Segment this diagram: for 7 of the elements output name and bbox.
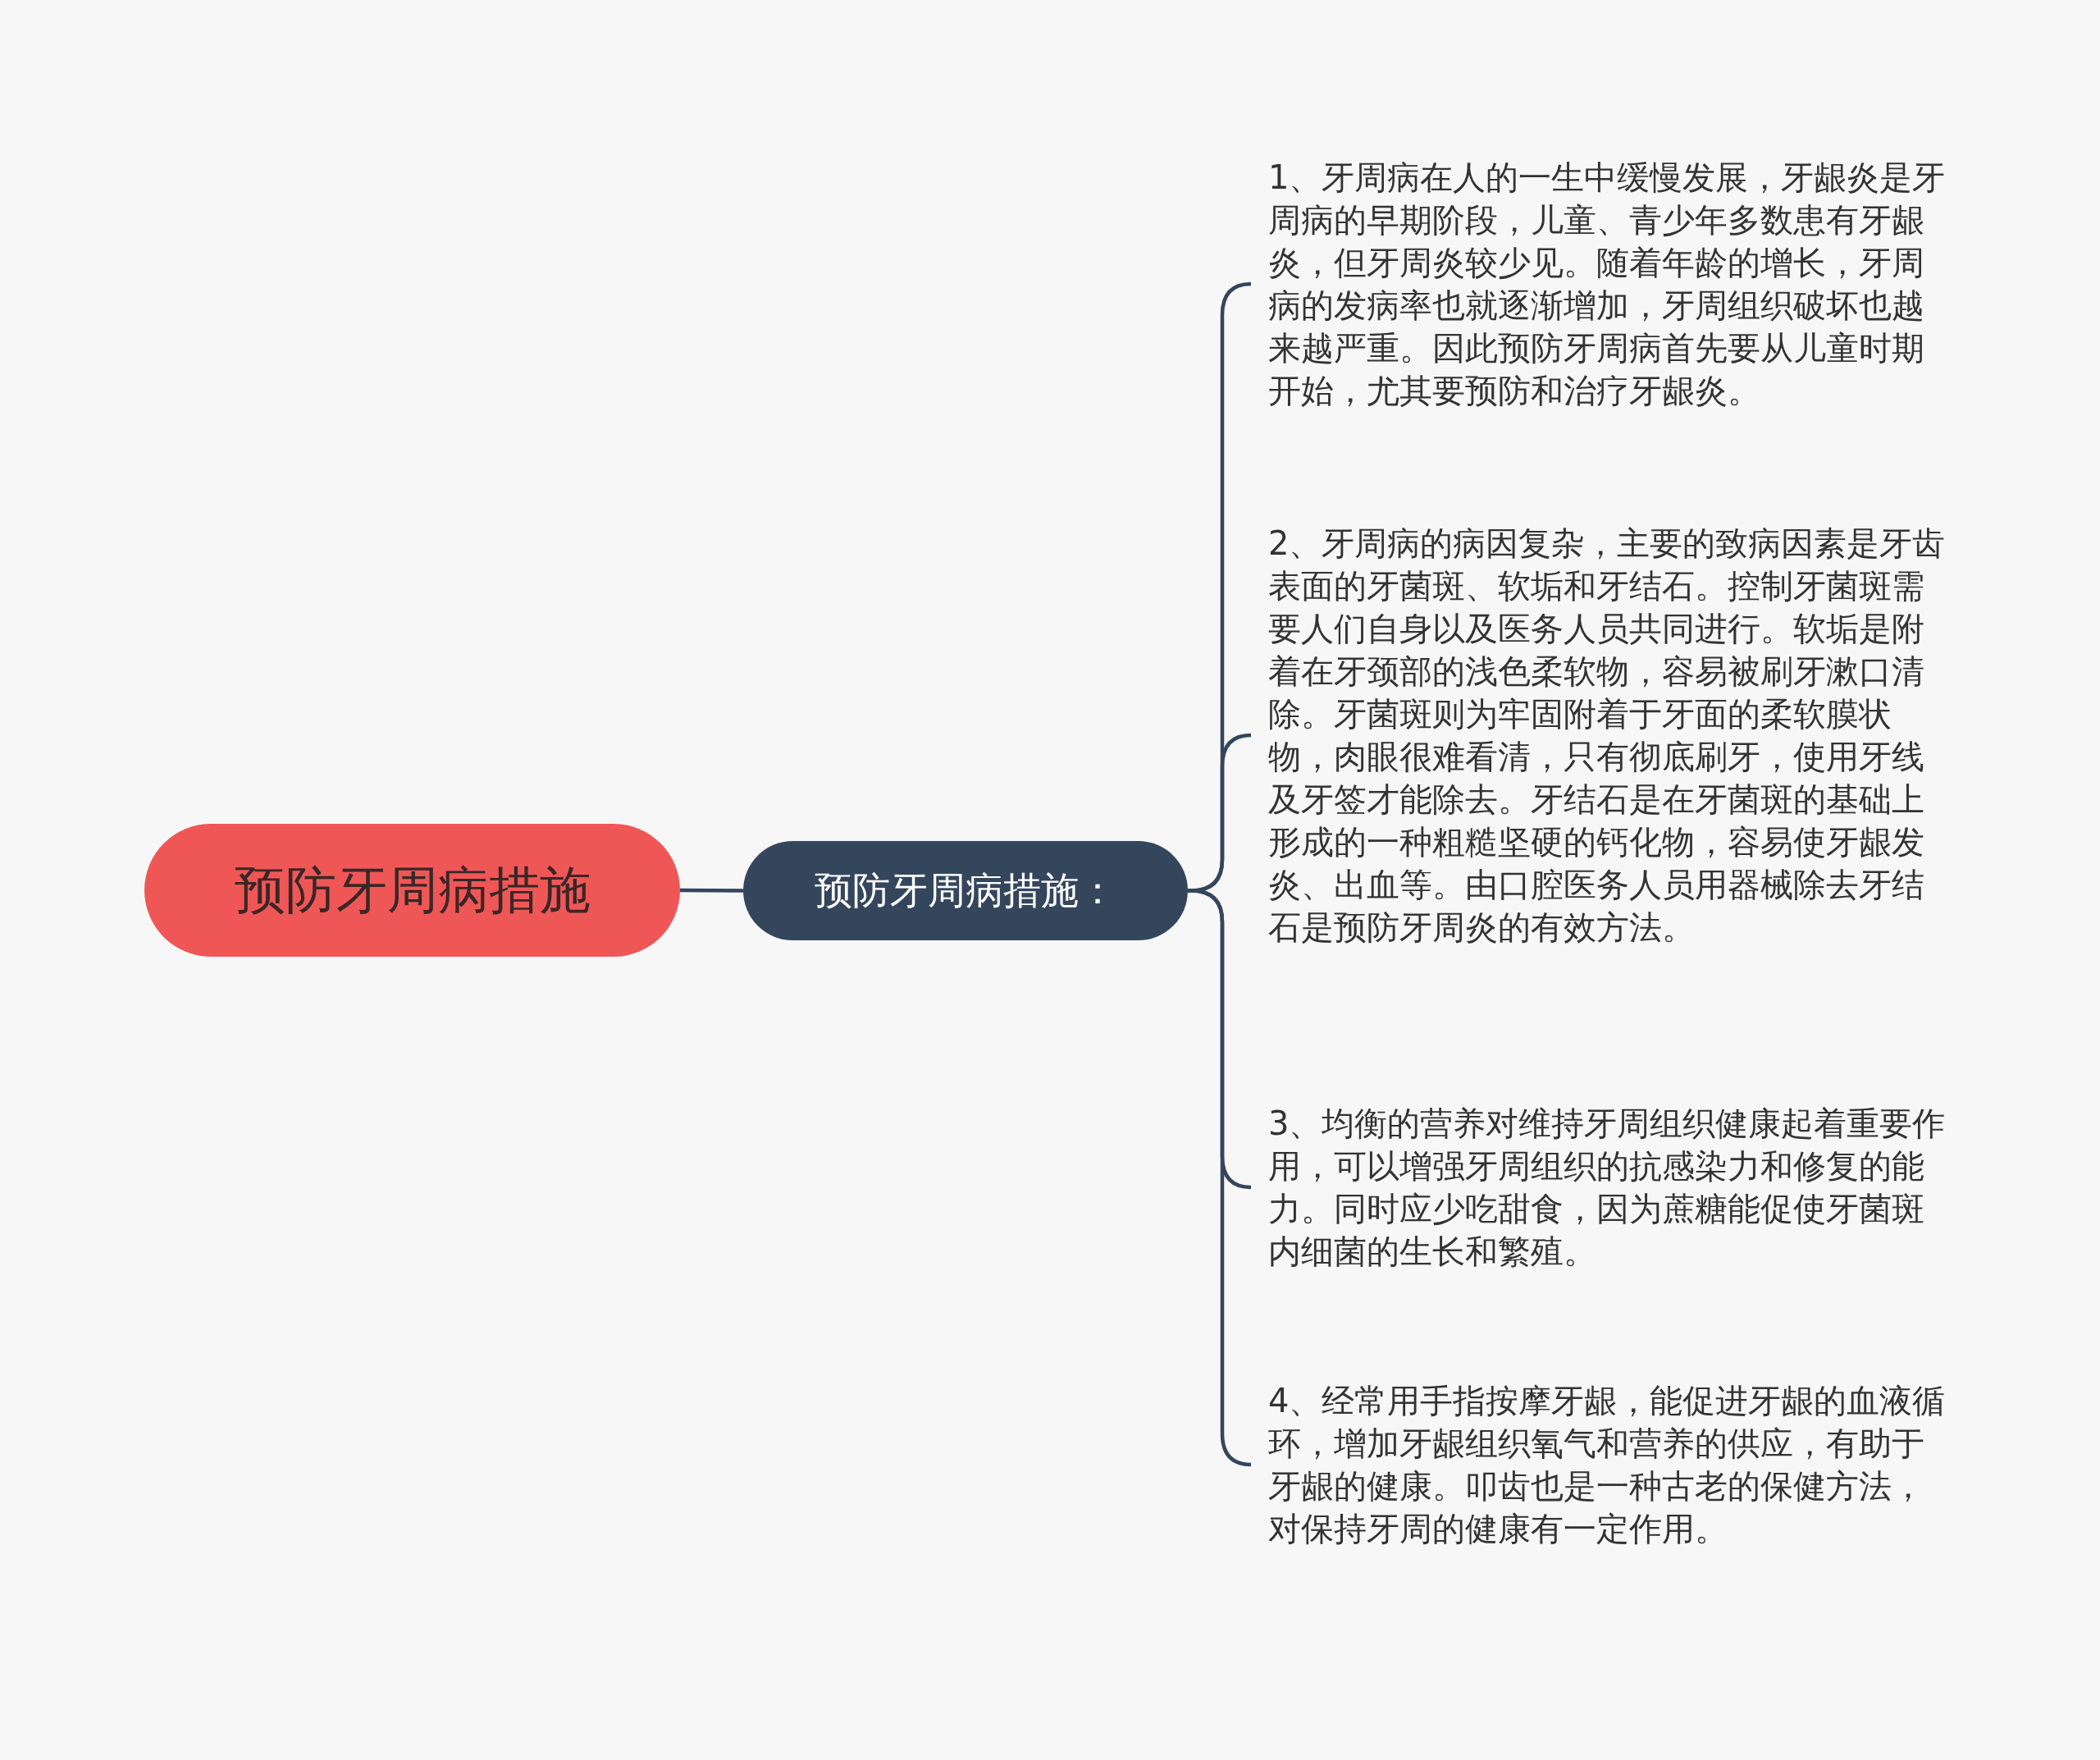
connector-line bbox=[680, 888, 743, 893]
subtopic-title: 预防牙周病措施： bbox=[815, 866, 1116, 914]
note-text: 4、经常用手指按摩牙龈，能促进牙龈的血液循环，增加牙龈组织氧气和营养的供应，有助于牙龈的健康。叩齿也是一种古老的保健方法，对保持牙周的健康有一定作用。 bbox=[1268, 1381, 1947, 1549]
note-text: 3、均衡的营养对维持牙周组织健康起着重要作用，可以增强牙周组织的抗感染力和修复的能力。同时应少吃甜食，因为蔗糖能促使牙菌斑内细菌的生长和繁殖。 bbox=[1268, 1104, 1947, 1272]
note-text: 2、牙周病的病因复杂，主要的致病因素是牙齿表面的牙菌斑、软垢和牙结石。控制牙菌斑需要人们自身以及医务人员共同进行。软垢是附着在牙颈部的浅色柔软物，容易被刷牙漱口清除。牙菌斑则为牢固附着于牙面的柔软膜状物，肉眼很难看清，只有彻底刷牙，使用牙线及牙签才能除去。牙结石是在牙菌斑的基础上形成的一种粗糙坚硬的钙化物，容易使牙龈发炎、出血等。由口腔医务人员用器械除去牙结石是预防牙周炎的有效方法。 bbox=[1268, 523, 1947, 948]
note-text: 1、牙周病在人的一生中缓慢发展，牙龈炎是牙周病的早期阶段，儿童、青少年多数患有牙龈炎，但牙周炎较少见。随着年龄的增长，牙周病的发病率也就逐渐增加，牙周组织破坏也越来越严重。因此预防牙周病首先要从儿童时期开始，尤其要预防和治疗牙龈炎。 bbox=[1268, 158, 1947, 411]
topic-title: 预防牙周病措施 bbox=[234, 859, 591, 921]
